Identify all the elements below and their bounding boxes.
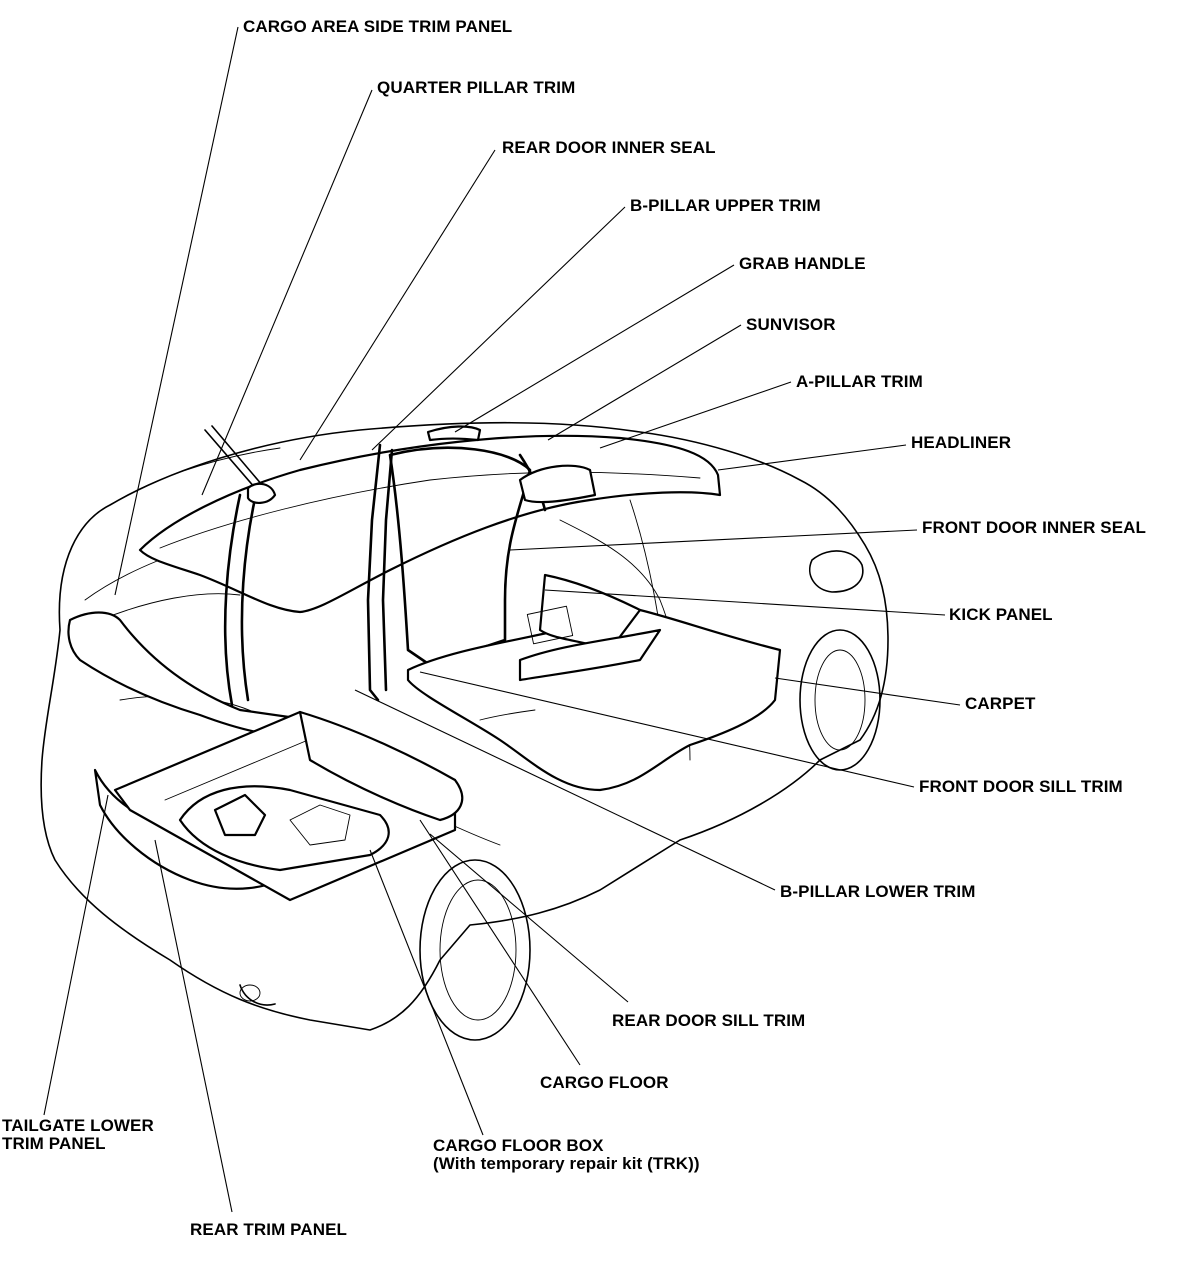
label-quarter-pillar-trim: QUARTER PILLAR TRIM [377,78,576,97]
label-front-door-sill-trim: FRONT DOOR SILL TRIM [919,777,1123,796]
label-sunvisor: SUNVISOR [746,315,836,334]
label-kick-panel: KICK PANEL [949,605,1053,624]
rear-wheel [419,859,531,1041]
label-cargo-floor-box-line2: (With temporary repair kit (TRK)) [433,1154,700,1173]
label-cargo-area-side-trim-panel: CARGO AREA SIDE TRIM PANEL [243,17,513,36]
pillars [204,425,597,707]
label-tailgate-lower-trim-panel-line1: TAILGATE LOWER [2,1116,154,1135]
label-rear-trim-panel: REAR TRIM PANEL [190,1220,348,1239]
front-wheel [799,629,881,771]
label-a-pillar-trim: A-PILLAR TRIM [796,372,923,391]
label-rear-door-inner-seal: REAR DOOR INNER SEAL [502,138,716,157]
label-cargo-floor-box: CARGO FLOOR BOX (With temporary repair k… [433,1137,700,1173]
label-cargo-floor: CARGO FLOOR [540,1073,669,1092]
label-b-pillar-lower-trim: B-PILLAR LOWER TRIM [780,882,976,901]
label-carpet: CARPET [965,694,1036,713]
label-rear-door-sill-trim: REAR DOOR SILL TRIM [612,1011,806,1030]
label-front-door-inner-seal: FRONT DOOR INNER SEAL [922,518,1147,537]
label-headliner: HEADLINER [911,433,1012,452]
label-b-pillar-upper-trim: B-PILLAR UPPER TRIM [630,196,821,215]
label-tailgate-lower-trim-panel: TAILGATE LOWER TRIM PANEL [2,1117,154,1153]
cargo-parts [67,611,464,902]
label-cargo-floor-box-line1: CARGO FLOOR BOX [433,1136,604,1155]
label-grab-handle: GRAB HANDLE [739,254,866,273]
leader-lines [43,26,961,1213]
label-tailgate-lower-trim-panel-line2: TRIM PANEL [2,1134,106,1153]
side-mirror [808,550,864,593]
floor-parts [406,573,782,792]
